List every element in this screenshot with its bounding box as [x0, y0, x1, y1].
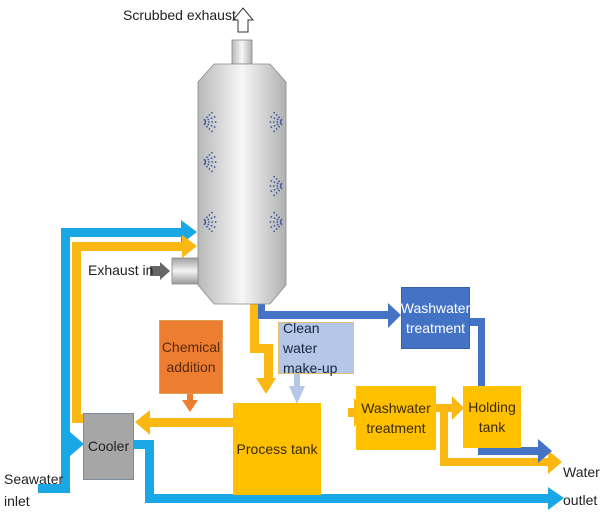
seawater-to-cooler-arrow	[70, 432, 84, 456]
spray-nozzle-icon	[269, 211, 283, 233]
box-line: addition	[166, 359, 216, 375]
box-line: Holding	[468, 398, 516, 415]
exhaust-in-arrow	[150, 262, 170, 280]
to-washwater-treatment-arrow	[388, 303, 401, 328]
treatment-to-holding-arrow	[452, 396, 464, 420]
box-line: Cooler	[87, 438, 130, 455]
blue-outlet-arrow	[538, 439, 552, 463]
seawater-inlet-label: Seawater inlet	[4, 468, 63, 512]
water-outlet-line1: Water	[563, 464, 600, 480]
scrubbed-exhaust-label: Scrubbed exhaust	[123, 7, 236, 23]
box-line: make-up	[283, 360, 338, 377]
spray-nozzle-icon	[203, 151, 217, 173]
loop-to-tower-arrow	[182, 235, 197, 258]
clean-water-arrow	[289, 374, 305, 404]
scrubber-tower	[171, 39, 287, 305]
seawater-inlet-line1: Seawater	[4, 471, 64, 487]
exhaust-inlet-pipe	[171, 257, 199, 285]
spray-nozzle-icon	[203, 111, 217, 133]
chemical-addition-box: Chemical addition	[159, 320, 223, 394]
washwater-treatment-yellow-box: Washwater treatment	[356, 386, 436, 450]
clean-water-makeup-box: Clean water make-up	[278, 320, 354, 376]
box-line: Process tank	[236, 440, 318, 457]
spray-nozzle-icon	[203, 211, 217, 233]
box-line: Chemical	[161, 338, 221, 355]
washwater-treatment-blue-box: Washwater treatment	[401, 287, 470, 349]
box-line: treatment	[366, 420, 426, 436]
tower-to-process-arrow	[256, 378, 276, 394]
water-outlet-line2: outlet	[563, 492, 598, 508]
spray-nozzle-icon	[269, 175, 283, 197]
cooler-box: Cooler	[83, 413, 134, 480]
process-tank-box: Process tank	[233, 403, 321, 495]
water-outlet-label: Water outlet	[563, 458, 600, 514]
spray-nozzles	[203, 111, 283, 233]
exhaust-in-label: Exhaust in	[88, 262, 154, 278]
box-line: Clean water	[283, 319, 320, 356]
box-line: tank	[478, 419, 506, 435]
box-line: treatment	[405, 320, 466, 336]
seawater-lines	[38, 220, 564, 510]
process-to-cooler-arrow	[135, 410, 150, 435]
holding-tank-box: Holding tank	[463, 386, 521, 448]
spray-nozzle-icon	[269, 111, 283, 133]
seawater-outlet-arrow	[548, 487, 564, 510]
treated-outlet-arrow	[548, 450, 562, 474]
box-line: Washwater	[361, 399, 431, 416]
box-line: Washwater	[400, 299, 471, 316]
seawater-inlet-line2: inlet	[4, 493, 30, 509]
exhaust-up-arrow	[231, 7, 255, 33]
chemical-arrow	[182, 394, 198, 412]
